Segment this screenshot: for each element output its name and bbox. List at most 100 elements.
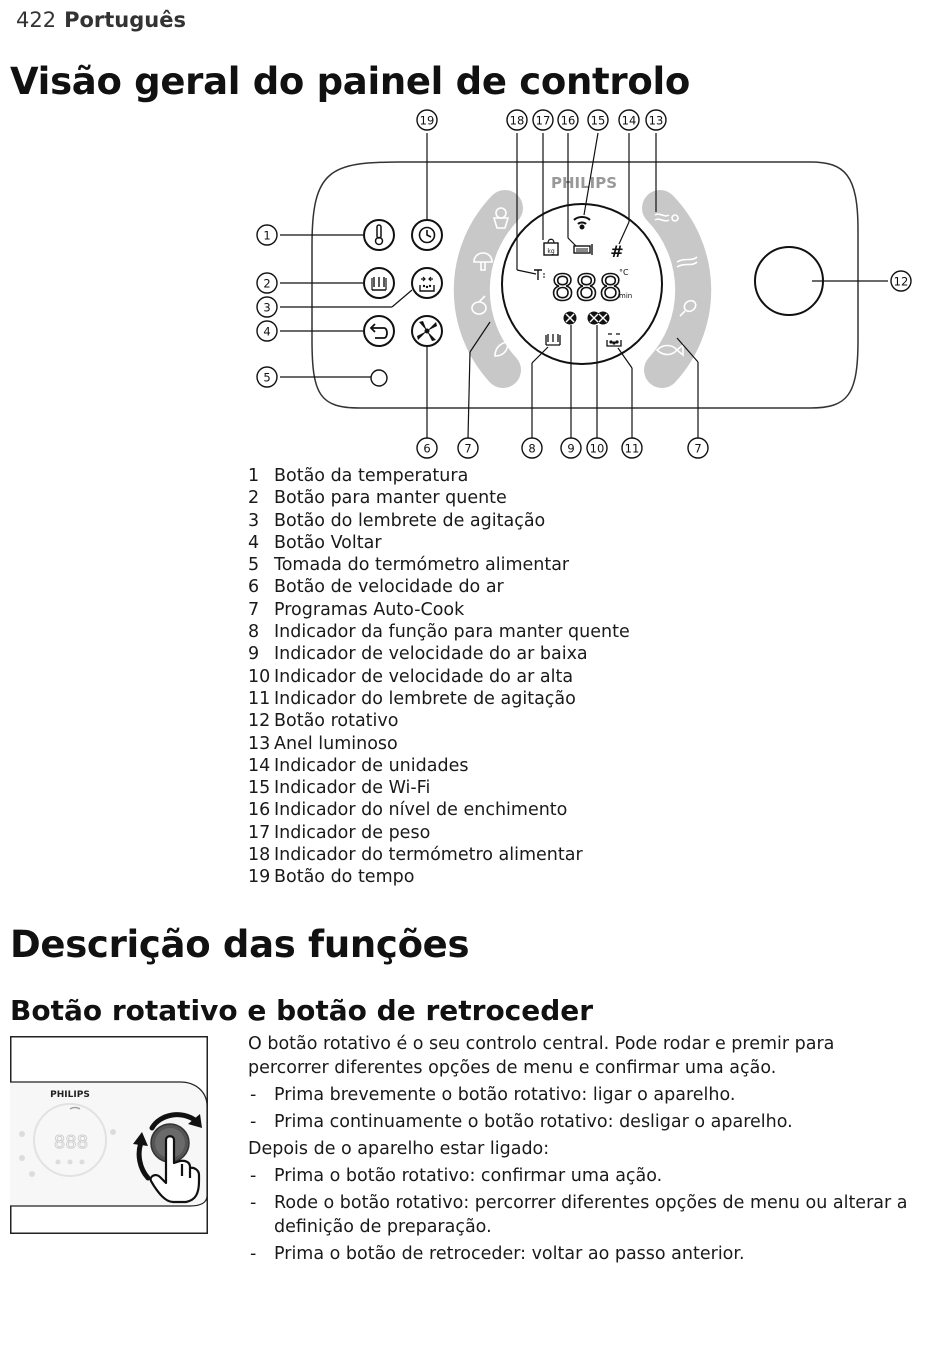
legend-number: 13: [248, 733, 271, 754]
callout-number: 18: [510, 114, 525, 128]
legend-number: 5: [248, 555, 260, 576]
legend-text: Botão da temperatura: [274, 466, 469, 486]
subsection-title: Botão rotativo e botão de retroceder: [10, 994, 594, 1027]
callout-number: 4: [263, 325, 270, 339]
photo-brand: PHILIPS: [50, 1090, 90, 1100]
legend-text: Botão para manter quente: [274, 488, 507, 509]
cupcake-icon: [492, 207, 510, 229]
legend-text: Indicador de velocidade do ar baixa: [274, 644, 588, 665]
callout-number: 14: [622, 114, 637, 128]
photo-faint-icons: [19, 1129, 116, 1177]
food-probe-indicator-icon: [534, 269, 545, 280]
description-intro: O botão rotativo é o seu controlo centra…: [248, 1034, 835, 1078]
legend-number: 19: [248, 867, 271, 888]
callout-badge: 19: [416, 109, 438, 131]
fan-icon: [417, 321, 437, 341]
photo-display-digits: 888: [54, 1132, 88, 1153]
clock-icon: [418, 226, 436, 244]
callout-badge: 8: [521, 437, 543, 459]
keep-warm-indicator-icon: [545, 334, 561, 346]
legend-text: Botão do tempo: [274, 867, 415, 888]
time-button: [411, 219, 443, 251]
bacon-icon: [654, 213, 679, 222]
callout-number: 6: [423, 442, 430, 456]
high-air-speed-indicator-icon: [587, 311, 610, 325]
callout-number: 11: [625, 442, 640, 456]
description-list-1: Prima brevemente o botão rotativo: ligar…: [248, 1083, 908, 1134]
legend-number: 9: [248, 644, 260, 665]
mushroom-icon: [473, 252, 493, 271]
legend-text: Indicador de velocidade do ar alta: [274, 666, 574, 687]
shake-reminder-button: [411, 267, 443, 299]
callout-number: 10: [590, 442, 605, 456]
callout-badge: 6: [416, 437, 438, 459]
legend-text: Botão rotativo: [274, 711, 399, 732]
shake-reminder-indicator-icon: [606, 333, 622, 347]
callout-number: 12: [894, 275, 909, 289]
page-number: 422: [16, 8, 57, 32]
callout-badge: 1: [256, 224, 278, 246]
section-title-overview: Visão geral do painel de controlo: [10, 60, 690, 103]
callout-badge: 3: [256, 296, 278, 318]
callout-badge: 7: [457, 437, 479, 459]
list-item: Prima o botão de retroceder: voltar ao p…: [248, 1242, 908, 1266]
weight-unit-label: kg: [547, 248, 554, 255]
legend-text: Indicador do termómetro alimentar: [274, 845, 583, 866]
callout-badge: 10: [586, 437, 608, 459]
legend-number: 3: [248, 510, 260, 531]
description-list-2: Prima o botão rotativo: confirmar uma aç…: [248, 1164, 908, 1266]
keep-warm-icon: [371, 277, 387, 291]
legend-text: Programas Auto-Cook: [274, 599, 465, 620]
list-item: Prima continuamente o botão rotativo: de…: [248, 1110, 908, 1134]
keep-warm-button: [363, 267, 395, 299]
display-digits: 888: [551, 268, 623, 309]
legend-item: 9 Indicador de velocidade do ar baixa: [248, 643, 630, 665]
callout-badge: 2: [256, 272, 278, 294]
list-item: Rode o botão rotativo: percorrer diferen…: [248, 1191, 908, 1239]
legend-number: 16: [248, 800, 271, 821]
callout-number: 1: [263, 229, 270, 243]
auto-cook-ring-left: [453, 190, 523, 388]
legend-text: Indicador da função para manter quente: [274, 622, 630, 643]
legend-text: Indicador de peso: [274, 822, 431, 843]
low-air-speed-indicator-icon: [563, 311, 577, 325]
vegetable-icon: [471, 295, 487, 315]
legend-number: 2: [248, 488, 260, 509]
description-after: Depois de o aparelho estar ligado:: [248, 1139, 550, 1159]
callout-badge: 9: [560, 437, 582, 459]
callout-badge: 7: [687, 437, 709, 459]
food-probe-socket: [370, 369, 388, 387]
legend-text: Botão Voltar: [274, 532, 382, 553]
legend-number: 6: [248, 577, 260, 598]
air-speed-button: [411, 315, 443, 347]
legend-text: Indicador de unidades: [274, 755, 469, 776]
legend-text: Anel luminoso: [274, 733, 398, 754]
section-title-functions: Descrição das funções: [10, 923, 470, 966]
callout-number: 3: [263, 301, 270, 315]
unit-min-label: min: [619, 292, 632, 300]
legend-number: 12: [248, 711, 271, 732]
callout-number: 16: [561, 114, 576, 128]
legend-text: Indicador de Wi-Fi: [274, 778, 431, 799]
rotary-knob-photo: PHILIPS 888: [10, 1036, 208, 1234]
callout-number: 19: [420, 114, 435, 128]
callout-badge: 14: [618, 109, 640, 131]
legend-number: 14: [248, 755, 271, 776]
callout-number: 8: [528, 442, 535, 456]
shake-icon: [419, 276, 435, 292]
callout-badge: 17: [532, 109, 554, 131]
